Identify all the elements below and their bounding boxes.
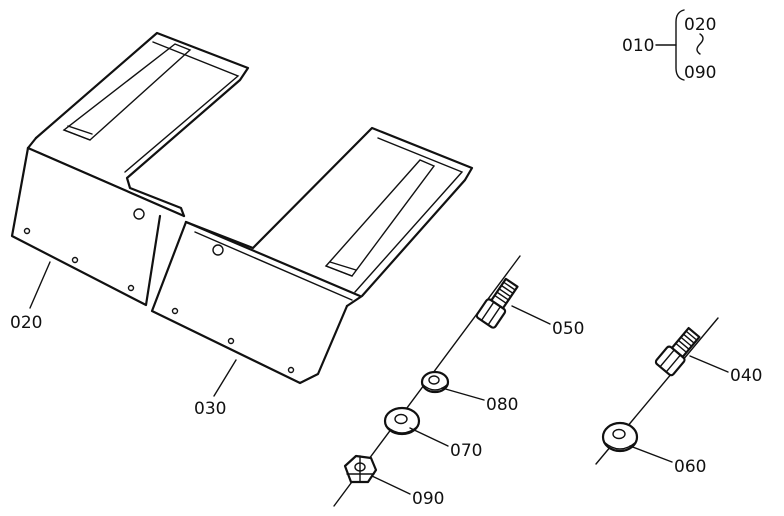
label-nut-090: 090 <box>412 489 444 509</box>
cover-plate-left <box>10 31 250 307</box>
label-cover-left-020: 020 <box>10 313 42 333</box>
nut-090 <box>343 454 378 484</box>
label-washer-060: 060 <box>674 457 706 477</box>
label-range-start-020: 020 <box>684 15 716 35</box>
leader-lines <box>29 261 729 495</box>
spring-washer-080 <box>420 370 450 394</box>
cover-plate-right <box>150 126 474 385</box>
label-washer-080: 080 <box>486 395 518 415</box>
label-bolt-040: 040 <box>730 366 762 386</box>
label-washer-070: 070 <box>450 441 482 461</box>
washer-060 <box>601 421 639 453</box>
label-cover-right-030: 030 <box>194 399 226 419</box>
label-range-end-090: 090 <box>684 63 716 83</box>
label-assembly-010: 010 <box>622 36 654 56</box>
assembly-legend <box>655 9 704 81</box>
label-bolt-050: 050 <box>552 319 584 339</box>
bolt-050 <box>475 277 519 329</box>
bolt-040 <box>654 326 701 377</box>
